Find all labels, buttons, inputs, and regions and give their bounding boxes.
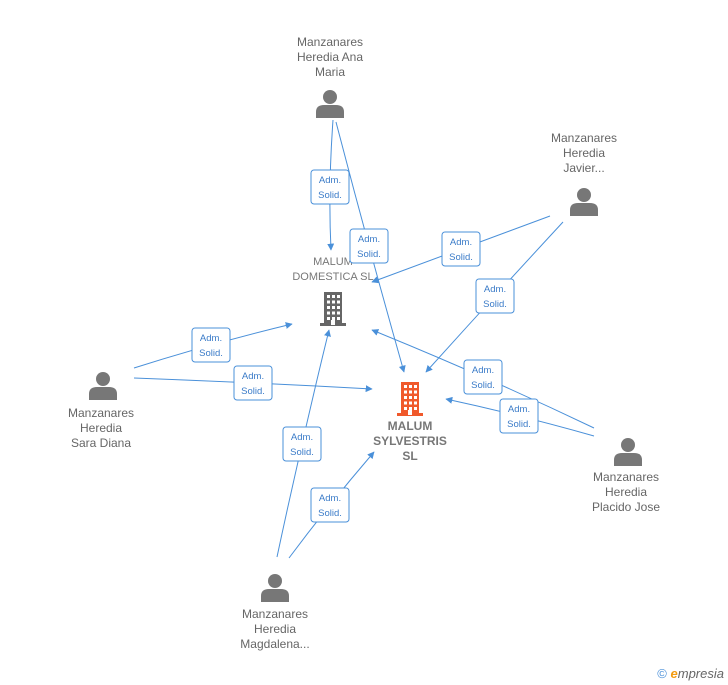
role-badge-text: Adm.: [291, 432, 313, 443]
role-badge-text: Solid.: [471, 380, 495, 391]
role-badge-box: [475, 278, 515, 314]
person-name-line: Placido Jose: [592, 500, 660, 514]
person-name-line: Manzanares: [551, 131, 617, 145]
person-name-line: Manzanares: [297, 35, 363, 49]
role-badge[interactable]: Adm. Solid.: [475, 278, 515, 314]
company-name-line: MALUM: [313, 256, 353, 268]
person-icon: [89, 372, 117, 400]
role-badge-text: Adm.: [472, 365, 494, 376]
person-icon: [316, 90, 344, 118]
role-badge-text: Adm.: [358, 234, 380, 245]
person-node-javier[interactable]: ManzanaresHerediaJavier...: [551, 131, 617, 216]
role-badge-text: Solid.: [507, 419, 531, 430]
person-name-line: Heredia Ana: [297, 50, 363, 64]
person-node-magdalena[interactable]: ManzanaresHerediaMagdalena...: [240, 574, 310, 651]
person-name-line: Heredia: [605, 485, 647, 499]
role-badge[interactable]: Adm. Solid.: [310, 169, 350, 205]
role-badge[interactable]: Adm. Solid.: [191, 327, 231, 363]
person-name-line: Heredia: [254, 622, 296, 636]
company-name-line: SYLVESTRIS: [373, 434, 447, 448]
company-name-line: SL: [402, 449, 417, 463]
person-name-line: Heredia: [563, 146, 605, 160]
person-icon: [570, 188, 598, 216]
role-badge[interactable]: Adm. Solid.: [349, 228, 389, 264]
role-badge[interactable]: Adm. Solid.: [233, 365, 273, 401]
role-badge-box: [310, 487, 350, 523]
role-badge-box: [191, 327, 231, 363]
role-badge-text: Adm.: [319, 493, 341, 504]
role-badge-text: Solid.: [449, 252, 473, 263]
role-badge-box: [441, 231, 481, 267]
person-icon: [614, 438, 642, 466]
person-name-line: Magdalena...: [240, 637, 309, 651]
role-badge[interactable]: Adm. Solid.: [282, 426, 322, 462]
person-name-line: Maria: [315, 65, 345, 79]
role-badge-text: Solid.: [290, 447, 314, 458]
role-badge-box: [233, 365, 273, 401]
role-badge-text: Adm.: [484, 284, 506, 295]
brand-name: mpresia: [677, 666, 724, 681]
role-badge-box: [282, 426, 322, 462]
role-badge[interactable]: Adm. Solid.: [463, 359, 503, 395]
role-badge-text: Solid.: [241, 386, 265, 397]
footer-brand[interactable]: © empresia: [657, 666, 724, 681]
person-icon: [261, 574, 289, 602]
person-name-line: Manzanares: [242, 607, 308, 621]
role-badge[interactable]: Adm. Solid.: [499, 398, 539, 434]
person-name-line: Javier...: [563, 161, 604, 175]
role-badge-box: [349, 228, 389, 264]
role-badge-text: Solid.: [199, 348, 223, 359]
role-badge-box: [463, 359, 503, 395]
role-badge-text: Solid.: [357, 249, 381, 260]
role-badge[interactable]: Adm. Solid.: [441, 231, 481, 267]
role-badge-text: Solid.: [318, 190, 342, 201]
role-badge-text: Adm.: [200, 333, 222, 344]
role-badge-box: [310, 169, 350, 205]
role-badge-text: Adm.: [242, 371, 264, 382]
building-icon: [320, 292, 346, 326]
person-name-line: Sara Diana: [71, 436, 131, 450]
person-name-line: Manzanares: [68, 406, 134, 420]
role-badge-text: Adm.: [508, 404, 530, 415]
building-icon: [397, 382, 423, 416]
brand-logo-initial: e: [670, 666, 678, 681]
person-name-line: Manzanares: [593, 470, 659, 484]
copyright-symbol: ©: [657, 666, 667, 681]
role-badge-text: Solid.: [483, 299, 507, 310]
company-name-line: DOMESTICA SL: [292, 271, 373, 283]
role-badge-text: Solid.: [318, 508, 342, 519]
role-badge-box: [499, 398, 539, 434]
role-badge-text: Adm.: [450, 237, 472, 248]
role-badge[interactable]: Adm. Solid.: [310, 487, 350, 523]
company-node-domestica[interactable]: MALUM DOMESTICA SL: [292, 256, 374, 326]
company-name-line: MALUM: [388, 419, 433, 433]
role-badge-text: Adm.: [319, 175, 341, 186]
person-name-line: Heredia: [80, 421, 122, 435]
badges-layer: Adm. Solid. Adm. Solid. Adm. Solid. Adm. Solid.…: [191, 169, 539, 523]
